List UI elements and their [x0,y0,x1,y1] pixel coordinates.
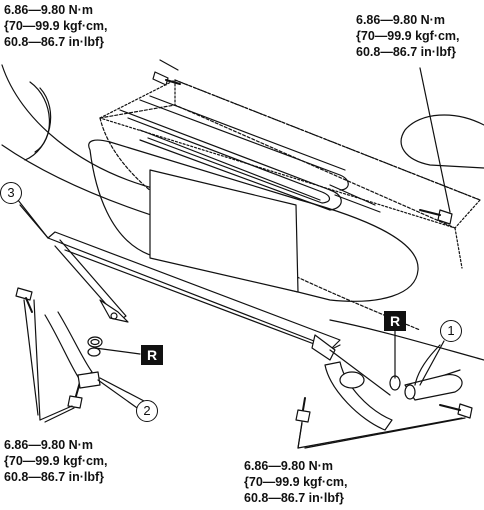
bolt-top-right [419,67,453,225]
replace-mark-right: R [384,311,406,331]
torque-nm: 6.86—9.80 N·m [4,438,93,452]
torque-spec-bottom-right: 6.86—9.80 N·m {70—99.9 kgf·cm, 60.8—86.7… [244,458,348,506]
torque-inlbf: 60.8—86.7 in·lbf} [356,45,457,59]
bolt-left-lower [44,381,83,423]
pipe-part-2 [44,311,141,411]
bolt-left-upper [15,287,39,416]
callout-part-1: 1 [440,320,462,342]
torque-spec-bottom-left: 6.86—9.80 N·m {70—99.9 kgf·cm, 60.8—86.7… [4,437,108,485]
callout-part-3: 3 [0,182,22,204]
torque-spec-top-right: 6.86—9.80 N·m {70—99.9 kgf·cm, 60.8—86.7… [356,12,460,60]
torque-kgfcm: {70—99.9 kgf·cm, [356,29,460,43]
replace-mark-left: R [141,345,163,365]
bolt-top-left [152,59,181,86]
torque-inlbf: 60.8—86.7 in·lbf} [4,470,105,484]
bolt-bottom-right [304,403,473,449]
torque-inlbf: 60.8—86.7 in·lbf} [244,491,345,505]
air-duct [88,139,419,302]
coil-tubes [119,95,381,213]
torque-kgfcm: {70—99.9 kgf·cm, [4,454,108,468]
torque-kgfcm: {70—99.9 kgf·cm, [4,19,108,33]
torque-nm: 6.86—9.80 N·m [4,3,93,17]
torque-spec-top-left: 6.86—9.80 N·m {70—99.9 kgf·cm, 60.8—86.7… [4,2,108,50]
pipe-part-1 [311,334,463,431]
bolt-bottom-center [295,397,311,449]
torque-kgfcm: {70—99.9 kgf·cm, [244,475,348,489]
o-ring-left [87,336,103,348]
torque-inlbf: 60.8—86.7 in·lbf} [4,35,105,49]
torque-nm: 6.86—9.80 N·m [356,13,445,27]
torque-nm: 6.86—9.80 N·m [244,459,333,473]
leader-lines [13,194,463,449]
callout-part-2: 2 [136,400,158,422]
